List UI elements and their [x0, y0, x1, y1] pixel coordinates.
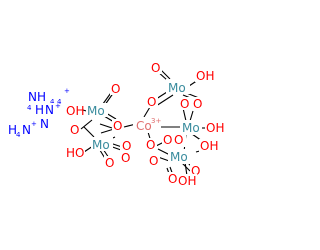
plus-charge: +: [55, 102, 61, 110]
molybdenum-atom: Mo: [87, 104, 105, 118]
oh-label: OH: [196, 69, 214, 83]
oxygen-atom: O: [163, 133, 172, 147]
oxygen-atom: O: [122, 139, 131, 153]
n-label: N: [40, 117, 49, 131]
subscript-4: 4: [57, 98, 62, 106]
oxygen-atom: O: [193, 97, 202, 111]
bond: [189, 110, 194, 122]
oxygen-atom: O: [146, 138, 155, 152]
oxygen-atom: O: [149, 154, 158, 168]
bond: [155, 94, 174, 107]
molecule-svg: NH 4 + 4 H N 4 + H 4 N + N OH Mo O O O: [6, 61, 224, 188]
bond: [143, 106, 151, 118]
molybdenum-atom: Mo: [170, 150, 188, 164]
oxygen-atom: O: [111, 82, 120, 96]
molybdenum-atom: Mo: [92, 138, 110, 152]
oxygen-atom: O: [168, 172, 177, 186]
molybdenum-atom: Mo: [168, 81, 186, 95]
nh4-label: NH: [28, 90, 46, 104]
molybdenum-atom: Mo: [182, 121, 200, 135]
oxygen-atom: O: [174, 133, 183, 147]
bond: [83, 126, 95, 138]
ammonium-cation-lower: H 4 N + N: [6, 117, 54, 139]
bond: [184, 161, 188, 177]
oh-label: OH: [200, 139, 218, 153]
oxygen-atom: O: [180, 97, 189, 111]
oh-label: OH: [178, 174, 196, 188]
atom-labels: NH 4 + 4 H N 4 + H 4 N + N OH Mo O O O: [6, 61, 224, 188]
bond: [100, 128, 115, 134]
subscript-4: 4: [27, 104, 32, 112]
n-label: N: [45, 103, 54, 117]
cobalt-atom: Co: [136, 119, 152, 133]
ammonium-cation-middle: H N 4 +: [26, 102, 61, 117]
bond: [182, 107, 187, 122]
oxygen-atom: O: [105, 156, 114, 170]
oxygen-atom: O: [147, 95, 156, 109]
plus-charge: +: [64, 87, 70, 95]
ammonium-cation-upper: NH 4 + 4: [27, 87, 71, 106]
subscript-4: 4: [50, 98, 55, 106]
oxygen-atom: O: [151, 61, 160, 75]
n-label: N: [22, 123, 31, 137]
h4n-label: H: [8, 123, 17, 137]
h4n-label: H: [35, 103, 44, 117]
bond: [99, 123, 113, 129]
cobalt-charge: 3+: [151, 117, 161, 125]
oh-label: OH: [66, 104, 84, 118]
bond: [80, 119, 93, 130]
plus-charge: +: [31, 120, 37, 128]
oxygen-atom: O: [191, 164, 200, 178]
subscript-4: 4: [16, 131, 21, 139]
oxygen-atom: O: [113, 119, 122, 133]
oxygen-atom: O: [70, 123, 79, 137]
oh-label: OH: [206, 121, 224, 135]
oxygen-atom: O: [121, 151, 130, 165]
molecule-structure-canvas: NH 4 + 4 H N 4 + H 4 N + N OH Mo O O O: [6, 61, 224, 188]
ho-label: HO: [66, 146, 84, 160]
